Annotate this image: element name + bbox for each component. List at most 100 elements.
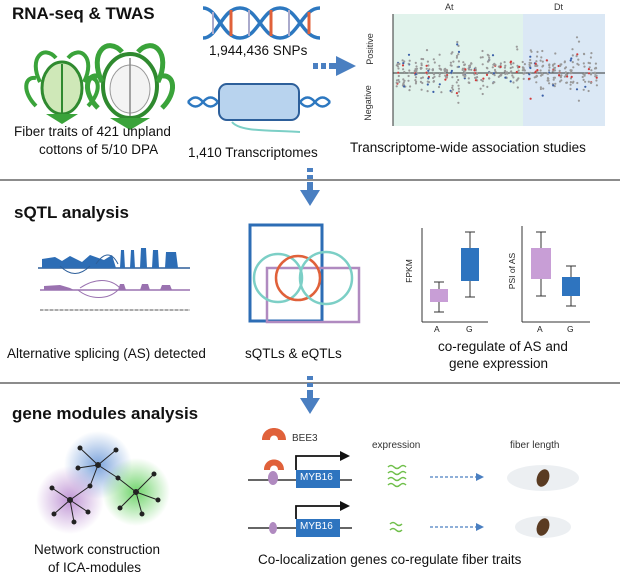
manhattan-point [464, 74, 467, 77]
manhattan-point [491, 54, 495, 57]
manhattan-point [595, 84, 599, 87]
manhattan-point [414, 79, 417, 82]
network-line1: Network construction [34, 542, 161, 557]
manhattan-point [463, 63, 466, 66]
manhattan-plot [392, 14, 605, 126]
manhattan-point [481, 49, 484, 53]
manhattan-point [457, 101, 460, 104]
manhattan-point [522, 72, 525, 75]
manhattan-point [542, 87, 545, 90]
cotton-seed-long-icon [507, 465, 579, 491]
fiber-traits-line1: Fiber traits of 421 unpland [14, 124, 171, 139]
psi-cat-g: G [567, 324, 574, 334]
manhattan-point [560, 79, 563, 82]
manhattan-point [457, 53, 460, 56]
manhattan-point [521, 66, 525, 69]
manhattan-points [395, 36, 599, 104]
manhattan-point [517, 69, 520, 72]
manhattan-point [516, 64, 519, 67]
manhattan-point [521, 69, 524, 72]
manhattan-point [584, 80, 587, 83]
fpkm-cat-g: G [466, 324, 473, 334]
manhattan-point [438, 75, 441, 78]
manhattan-point [553, 62, 556, 65]
manhattan-point [587, 68, 591, 71]
manhattan-point [493, 68, 497, 72]
manhattan-point [432, 72, 435, 75]
manhattan-point [470, 68, 473, 71]
manhattan-point [593, 67, 597, 70]
manhattan-point [590, 52, 593, 55]
manhattan-point [571, 54, 574, 57]
manhattan-point [457, 44, 460, 48]
manhattan-point [455, 92, 458, 95]
manhattan-point [487, 60, 490, 63]
manhattan-point [554, 52, 557, 55]
manhattan-point [509, 61, 512, 64]
manhattan-point [534, 62, 537, 65]
manhattan-point [541, 94, 544, 97]
manhattan-point [402, 62, 405, 65]
section-title-rnaseq: RNA-seq & TWAS [12, 4, 155, 23]
network-modules-icon [36, 431, 170, 534]
expression-high-icon [387, 464, 407, 488]
expression-low-icon [389, 521, 403, 533]
manhattan-point [558, 69, 561, 72]
manhattan-point [426, 90, 429, 93]
manhattan-point [421, 76, 424, 79]
manhattan-point [451, 84, 454, 87]
psi-axis-label: PSI of AS [507, 252, 518, 290]
manhattan-point [479, 87, 482, 90]
manhattan-point [570, 69, 573, 72]
manhattan-point [559, 76, 563, 79]
manhattan-point [425, 64, 428, 67]
manhattan-point [504, 64, 507, 67]
transcriptome-icon [187, 83, 331, 133]
snps-count: 1,944,436 SNPs [209, 43, 308, 58]
manhattan-point [420, 64, 423, 67]
manhattan-point [403, 79, 406, 82]
manhattan-point [438, 53, 441, 56]
manhattan-point [570, 57, 573, 60]
manhattan-point [515, 45, 518, 48]
arrow-down-icon [300, 376, 320, 414]
manhattan-point [481, 63, 484, 66]
section-title-sqtl: sQTL analysis [14, 203, 129, 222]
manhattan-point [547, 79, 550, 82]
manhattan-point [486, 85, 489, 88]
manhattan-point [583, 65, 586, 68]
manhattan-point [541, 60, 544, 63]
manhattan-point [425, 49, 429, 52]
manhattan-point [474, 66, 477, 69]
manhattan-point [582, 62, 585, 65]
manhattan-point [595, 76, 598, 79]
manhattan-point [467, 81, 470, 84]
manhattan-point [569, 83, 572, 86]
manhattan-point [408, 69, 411, 72]
manhattan-point [534, 64, 537, 67]
manhattan-point [511, 66, 514, 69]
manhattan-point [449, 61, 452, 64]
manhattan-point [570, 72, 573, 75]
manhattan-point [577, 63, 580, 66]
manhattan-point [451, 88, 455, 91]
manhattan-point [414, 61, 417, 64]
manhattan-point [457, 84, 460, 87]
group-label-at: At [445, 2, 454, 12]
bee3-label: BEE3 [292, 433, 318, 444]
manhattan-point [569, 81, 573, 84]
as-caption: Alternative splicing (AS) detected [7, 346, 206, 361]
manhattan-point [481, 56, 484, 59]
manhattan-point [504, 76, 507, 79]
manhattan-point [462, 70, 466, 73]
manhattan-point [516, 78, 519, 81]
manhattan-point [576, 53, 579, 56]
manhattan-point [438, 64, 441, 67]
manhattan-point [455, 56, 458, 59]
manhattan-point [554, 82, 557, 85]
manhattan-point [571, 61, 574, 64]
manhattan-point [512, 76, 515, 79]
manhattan-point [558, 72, 561, 75]
manhattan-point [553, 76, 557, 79]
manhattan-point [457, 78, 460, 82]
